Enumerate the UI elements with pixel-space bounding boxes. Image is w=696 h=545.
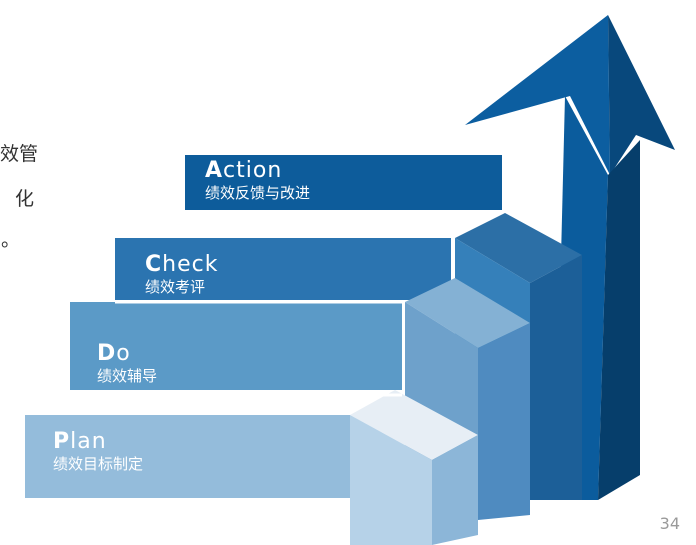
step-action-title: Action xyxy=(205,159,310,183)
step-check-initial: C xyxy=(145,252,163,277)
step-plan-initial: P xyxy=(53,429,71,454)
cut-text-line-3: 。 xyxy=(0,229,20,251)
step-check: Check 绩效考评 xyxy=(145,253,218,297)
plan-band xyxy=(25,415,350,498)
cut-text-line-2: 化 xyxy=(14,188,34,210)
step-do-subtitle: 绩效辅导 xyxy=(97,367,158,385)
step-do: Do 绩效辅导 xyxy=(97,342,157,386)
step-action: Action 绩效反馈与改进 xyxy=(205,159,310,203)
step-do-initial: D xyxy=(97,341,117,366)
step-action-subtitle: 绩效反馈与改进 xyxy=(205,184,311,202)
do-band xyxy=(70,302,402,390)
step-do-title: Do xyxy=(97,342,157,366)
step-plan-subtitle: 绩效目标制定 xyxy=(53,455,144,473)
block-2 xyxy=(350,390,478,545)
step-plan-title: Plan xyxy=(53,430,143,454)
check-band xyxy=(115,238,451,300)
page-number: 34 xyxy=(659,514,680,533)
cut-text-line-1: 效管 xyxy=(0,143,39,165)
step-check-rest: heck xyxy=(162,252,219,277)
step-plan: Plan 绩效目标制定 xyxy=(53,430,143,474)
step-check-subtitle: 绩效考评 xyxy=(145,278,206,296)
step-action-rest: ction xyxy=(223,158,283,183)
action-band xyxy=(185,155,502,210)
step-check-title: Check xyxy=(145,253,218,277)
step-plan-rest: lan xyxy=(70,429,107,454)
step-do-rest: o xyxy=(116,341,131,366)
step-action-initial: A xyxy=(205,158,224,183)
